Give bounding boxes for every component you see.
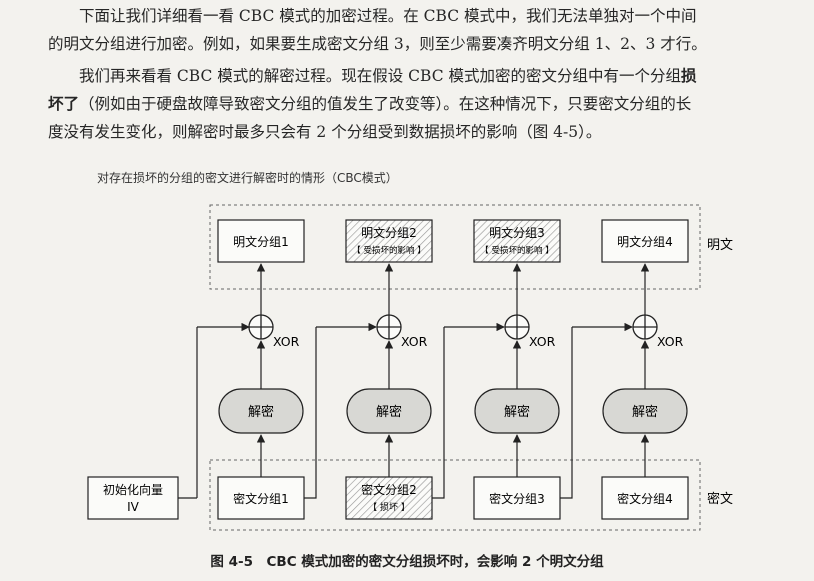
decrypt-block	[218, 388, 304, 434]
figure-caption: 图 4-5 CBC 模式加密的密文分组损坏时，会影响 2 个明文分组	[210, 554, 604, 570]
decrypt-label: 解密	[376, 404, 402, 420]
ciphertext-group-frame	[209, 459, 701, 531]
plaintext-block-3	[473, 219, 561, 263]
paragraph-2-line-1: 我们再来看看 CBC 模式的解密过程。现在假设 CBC 模式加密的密文分组中有一…	[79, 66, 697, 85]
decrypt-block	[474, 388, 560, 434]
paragraph-2-line-2: 坏了（例如由于硬盘故障导致密文分组的值发生了改变等）。在这种情况下，只要密文分组…	[48, 94, 692, 113]
ciphertext-block-label: 密文分组3	[489, 491, 545, 506]
paragraph-1-line-1: 下面让我们详细看一看 CBC 模式的加密过程。在 CBC 模式中，我们无法单独对…	[79, 7, 697, 25]
plaintext-block-note: 【 受损坏的影响 】	[352, 245, 425, 256]
plaintext-block-label: 明文分组3	[489, 225, 545, 240]
paragraph-2: 我们再来看看 CBC 模式的解密过程。现在假设 CBC 模式加密的密文分组中有一…	[48, 62, 800, 146]
plaintext-block-label: 明文分组4	[617, 234, 673, 249]
xor-label: XOR	[401, 334, 428, 349]
plaintext-group-frame	[209, 204, 701, 290]
xor-label: XOR	[529, 334, 556, 349]
plaintext-block-2	[345, 219, 433, 263]
ciphertext-group-label: 密文	[707, 491, 733, 507]
iv-label-line1: 初始化向量	[103, 482, 163, 497]
ciphertext-block-2	[345, 476, 433, 520]
paragraph-1: 下面让我们详细看一看 CBC 模式的加密过程。在 CBC 模式中，我们无法单独对…	[48, 2, 800, 58]
plaintext-block-1	[217, 219, 305, 263]
plaintext-block-label: 明文分组2	[361, 225, 417, 240]
chain-connector	[432, 327, 445, 499]
ciphertext-block-label: 密文分组2	[361, 482, 417, 497]
xor-label: XOR	[273, 334, 300, 349]
xor-label: XOR	[657, 334, 684, 349]
decrypt-label: 解密	[504, 404, 530, 420]
chain-connector	[304, 327, 317, 499]
bold-text: 损	[681, 66, 697, 85]
plaintext-group-label: 明文	[707, 238, 733, 253]
decrypt-label: 解密	[248, 404, 274, 420]
paragraph-2-line-3: 度没有发生变化，则解密时最多只会有 2 个分组受到数据损坏的影响（图 4-5）。	[48, 123, 602, 141]
chain-connector	[560, 327, 573, 499]
decrypt-block	[346, 388, 432, 434]
plaintext-block-4	[601, 219, 689, 263]
figure-subtitle: 对存在损坏的分组的密文进行解密时的情形（CBC模式）	[97, 171, 398, 185]
ciphertext-block-4	[601, 476, 689, 520]
plaintext-block-note: 【 受损坏的影响 】	[480, 245, 553, 256]
plaintext-block-label: 明文分组1	[233, 234, 289, 249]
paragraph-1-line-2: 的明文分组进行加密。例如，如果要生成密文分组 3，则至少需要凑齐明文分组 1、2…	[48, 35, 707, 53]
ciphertext-block-3	[473, 476, 561, 520]
decrypt-block	[602, 388, 688, 434]
ciphertext-block-label: 密文分组1	[233, 491, 289, 506]
ciphertext-block-note: 【 损坏 】	[368, 501, 410, 513]
bold-text: 坏了	[48, 94, 80, 113]
iv-label-line2: IV	[127, 500, 140, 514]
decrypt-label: 解密	[632, 404, 658, 420]
ciphertext-block-label: 密文分组4	[617, 491, 673, 506]
